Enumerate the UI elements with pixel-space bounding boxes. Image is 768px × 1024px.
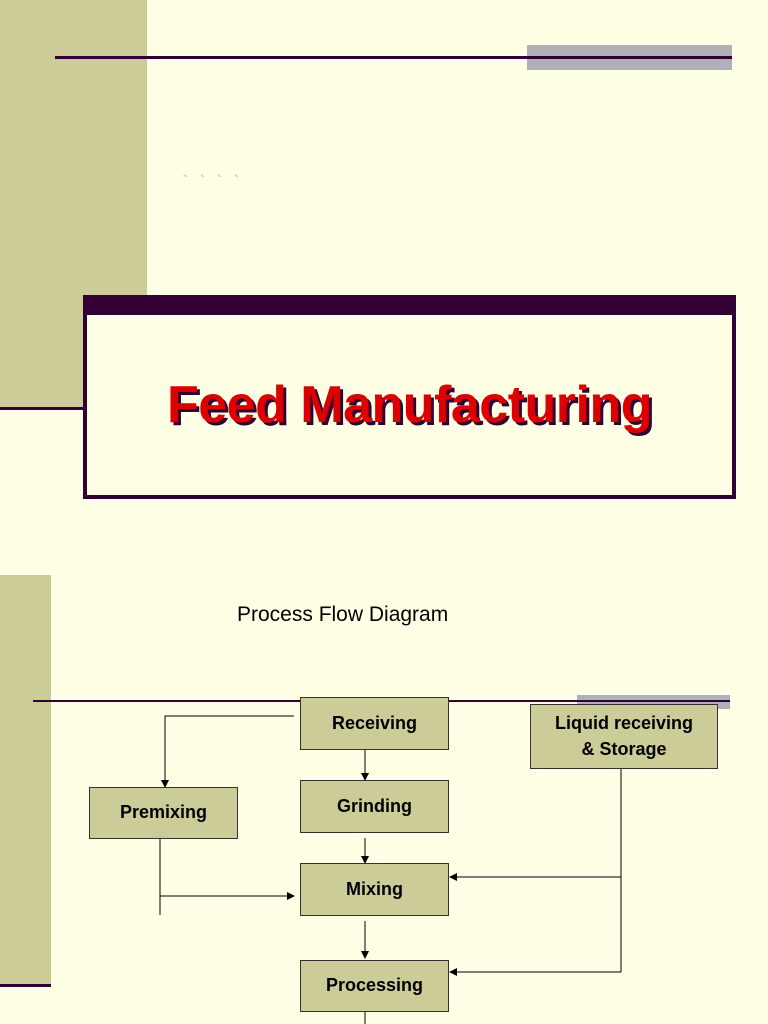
accent-bar-bottom (527, 59, 732, 70)
process-flow-slide: Process Flow Diagram (0, 512, 768, 1024)
node-label: Processing (325, 975, 424, 996)
title-slide: ` ` ` ` Feed Manufacturing (0, 0, 736, 499)
accent-bar-top (527, 45, 732, 56)
node-liquid-receiving-storage: Liquid receiving & Storage (530, 704, 718, 769)
slide-title: Feed Manufacturing (166, 376, 653, 434)
node-label-line1: Liquid receiving (554, 713, 694, 734)
flow-connectors (159, 715, 622, 1024)
accent-bar-top (577, 695, 730, 700)
node-label-line2: & Storage (581, 738, 667, 759)
sparkle-mark: ` (217, 172, 222, 188)
node-label: Mixing (346, 878, 403, 899)
diagram-title: Process Flow Diagram (237, 603, 449, 626)
node-label: Receiving (331, 712, 418, 733)
side-bar (0, 575, 51, 987)
connector-receiving-premixing (161, 715, 294, 788)
node-grinding: Grinding (300, 780, 449, 833)
sparkle-mark: ` (200, 172, 205, 188)
sparkle-mark: ` (183, 172, 188, 188)
node-processing: Processing (300, 960, 449, 1012)
bottom-left-rule (0, 984, 51, 987)
node-label: Premixing (119, 802, 208, 823)
top-rule (55, 56, 732, 59)
node-premixing: Premixing (89, 787, 238, 839)
node-label: Grinding (337, 795, 412, 816)
left-rule (0, 407, 83, 410)
node-mixing: Mixing (300, 863, 449, 916)
node-receiving: Receiving (300, 697, 449, 750)
sparkle-mark: ` (234, 172, 239, 188)
title-box: Feed Manufacturing (83, 295, 736, 499)
